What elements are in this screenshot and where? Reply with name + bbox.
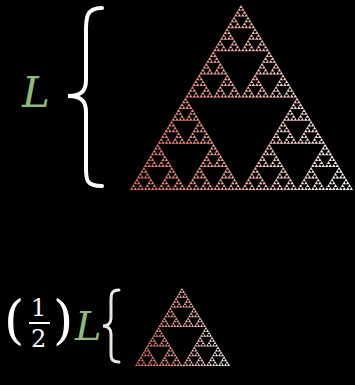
sierpinski-triangle-half xyxy=(135,288,230,366)
curly-brace xyxy=(68,8,102,186)
length-symbol: L xyxy=(22,72,50,114)
fraction-bar xyxy=(29,322,50,324)
parenthesis: ( xyxy=(4,294,24,346)
parenthesis: ) xyxy=(53,294,73,346)
curly-brace xyxy=(103,290,119,362)
sierpinski-triangle xyxy=(130,5,353,190)
fraction-numerator: 1 xyxy=(31,296,46,320)
length-symbol: L xyxy=(75,306,102,346)
fraction-denominator: 2 xyxy=(31,327,46,351)
